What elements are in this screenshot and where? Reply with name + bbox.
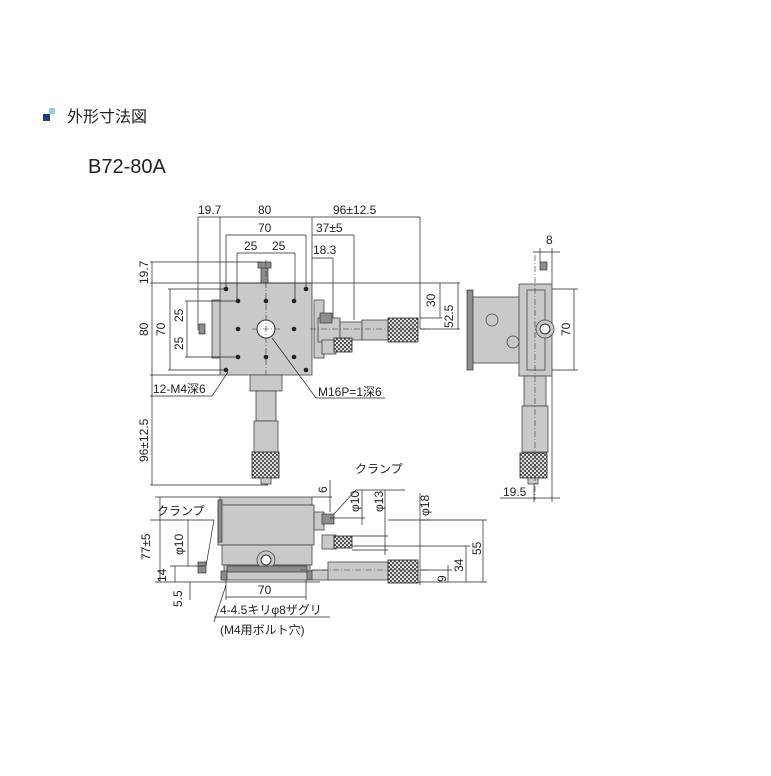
dim-5-5: 5.5 (171, 590, 185, 607)
side-dim-19-5: 19.5 (503, 485, 527, 499)
section-header: 外形寸法図 (43, 103, 147, 127)
side-dim-8: 8 (546, 233, 553, 247)
dim-30: 30 (424, 293, 438, 307)
side-dim-70: 70 (559, 322, 573, 336)
label-center-hole: M16P=1深6 (318, 385, 382, 399)
dim-19-7-top: 19.7 (198, 203, 222, 217)
dim-80-top: 80 (258, 203, 272, 217)
dim-70-top: 70 (258, 221, 272, 235)
dim-25a: 25 (244, 239, 258, 253)
dim-37: 37±5 (316, 221, 343, 235)
dim-25d: 25 (172, 336, 186, 350)
dim-phi10-left: φ10 (172, 534, 186, 555)
dim-phi18: φ18 (418, 495, 432, 516)
dim-55: 55 (470, 541, 484, 555)
section-title: 外形寸法図 (67, 109, 148, 126)
dim-52-5: 52.5 (442, 304, 456, 328)
label-bolt-note: (M4用ボルト穴) (220, 622, 305, 637)
dim-9: 9 (435, 575, 449, 582)
dim-70-front: 70 (258, 583, 272, 597)
dim-18-3: 18.3 (313, 243, 337, 257)
dim-phi13: φ13 (372, 491, 386, 512)
dim-phi10-right: φ10 (348, 491, 362, 512)
dim-77: 77±5 (139, 533, 153, 560)
label-clamp-left: クランプ (157, 504, 205, 518)
front-view: クランプ クランプ 6 φ10 φ13 φ18 55 34 9 77±5 φ10… (139, 462, 487, 637)
dim-6: 6 (316, 486, 330, 493)
dim-19-7-left: 19.7 (137, 260, 151, 284)
dim-80-left: 80 (137, 322, 151, 336)
label-holes: 12-M4深6 (153, 382, 206, 396)
dim-70-left: 70 (154, 322, 168, 336)
dim-25b: 25 (272, 239, 286, 253)
label-clamp-right: クランプ (355, 462, 403, 476)
dim-25c: 25 (172, 308, 186, 322)
dim-96-top: 96±12.5 (333, 203, 377, 217)
dim-14: 14 (155, 568, 169, 582)
dim-96-left: 96±12.5 (137, 418, 151, 462)
side-view: 8 70 19.5 (466, 233, 578, 502)
dim-34: 34 (452, 558, 466, 572)
top-view: 19.7 80 96±12.5 70 37±5 25 25 18.3 19.7 … (137, 203, 460, 486)
label-bolt-holes: 4-4.5キリφ8ザグリ (220, 603, 322, 617)
section-bullet-icon (43, 108, 57, 122)
model-number: B72-80A (88, 156, 166, 178)
